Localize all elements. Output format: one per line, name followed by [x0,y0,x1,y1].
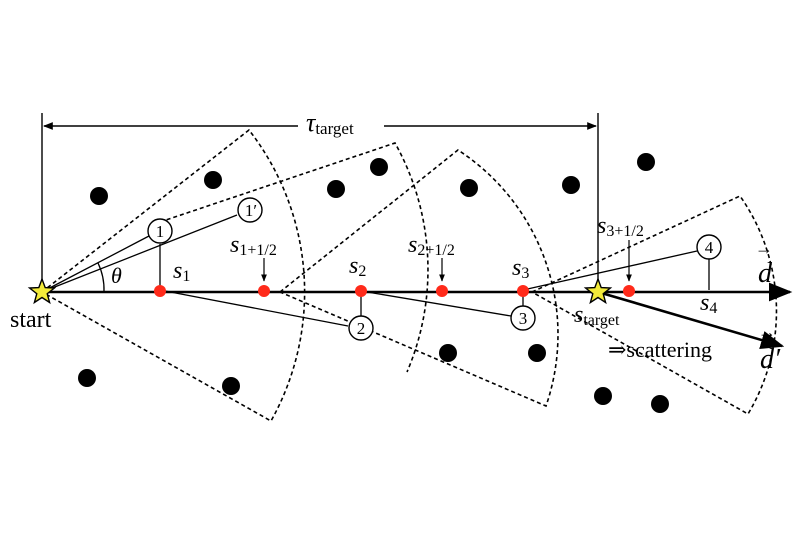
sample-point-s3 [517,285,529,297]
tau-target-label: τtarget [306,108,354,138]
sample-circle-1p [237,197,263,223]
circle-3-label: 3 [519,309,528,328]
sample-point-s1-half [258,285,270,297]
target-star-icon [583,276,613,305]
particle [370,158,388,176]
particle [637,153,655,171]
label-scattering: ⇒scattering [608,337,712,362]
label-start: start [10,307,52,333]
sector-2 [159,142,429,373]
particle [204,171,222,189]
particle [460,179,478,197]
particle [528,344,546,362]
sample-point-s1 [154,285,166,297]
sample-point-s2 [355,285,367,297]
start-star-icon [27,276,57,305]
vector-arrow-d: → [755,238,773,258]
label-s2-half: s2+1/2 [408,232,455,259]
particle [222,377,240,395]
circle-2-label: 2 [357,319,366,338]
sample-circle-2 [348,315,374,341]
particle [327,180,345,198]
line-s1-to-2 [159,289,349,327]
sector-3 [278,149,559,408]
circle-4-label: 4 [705,238,714,257]
label-s1: s1 [173,258,190,285]
label-s4: s4 [700,290,717,317]
sector-1 [40,128,306,423]
sample-point-s2-half [436,285,448,297]
theta-label: θ [111,263,122,288]
particle [78,369,96,387]
label-s1-half: s1+1/2 [230,232,277,259]
vector-arrow-d-prime: → [758,322,776,342]
particle [90,187,108,205]
line-s3-to-4 [522,250,698,291]
sample-point-s3-half [623,285,635,297]
label-s2: s2 [349,253,366,280]
sample-circle-1 [147,218,173,244]
ray-d-prime [597,290,785,350]
label-s3-half: s3+1/2 [597,213,644,240]
line-start-to-1p [41,214,238,293]
line-s2-to-3 [360,290,512,317]
label-d: d [758,258,773,289]
sector-4 [530,194,778,416]
label-s-target: starget [574,302,620,329]
particle [594,387,612,405]
sample-circle-3 [510,305,536,331]
particle [439,344,457,362]
circle-1-label: 1 [156,222,165,241]
label-d-prime: d′ [760,344,781,375]
sample-circle-4 [696,234,722,260]
circle-1p-label: 1′ [245,201,257,220]
line-start-to-1 [41,235,150,293]
label-s3: s3 [512,255,529,282]
particle [562,176,580,194]
particle [651,395,669,413]
